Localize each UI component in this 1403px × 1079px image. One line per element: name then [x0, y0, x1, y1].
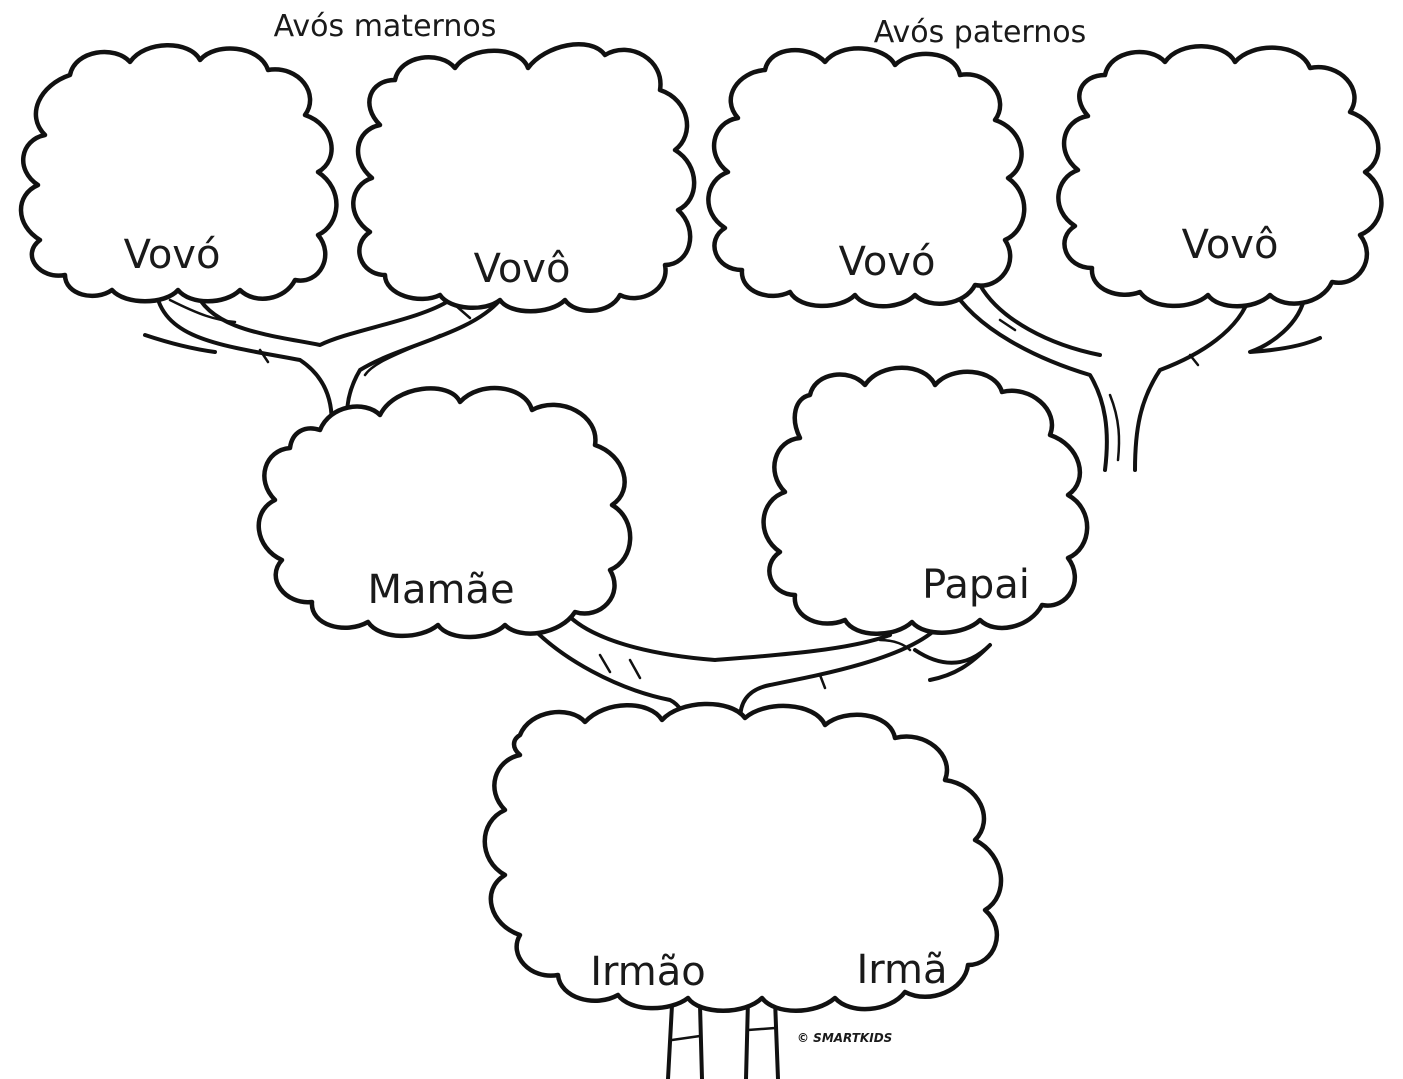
label-mother: Mamãe	[367, 567, 514, 613]
canopy-father	[761, 365, 1090, 636]
canopy-maternal-grandmother	[18, 43, 339, 304]
canopy-children	[482, 701, 1004, 1013]
label-maternal-grandfather: Vovô	[474, 246, 571, 292]
canopy-mother	[256, 385, 633, 640]
canopy-maternal-grandfather	[351, 42, 697, 314]
label-sister: Irmã	[856, 947, 947, 993]
label-paternal-grandmother: Vovó	[839, 239, 936, 285]
label-paternal-grandfather: Vovô	[1182, 222, 1279, 268]
header-paternal: Avós paternos	[874, 15, 1087, 50]
header-maternal: Avós maternos	[274, 9, 497, 44]
label-brother: Irmão	[590, 949, 706, 995]
label-father: Papai	[922, 562, 1030, 608]
canopy-paternal-grandmother	[706, 46, 1027, 309]
canopies	[18, 42, 1384, 1013]
copyright-mark: © SMARTKIDS	[797, 1031, 892, 1045]
canopy-paternal-grandfather	[1056, 44, 1384, 309]
label-maternal-grandmother: Vovó	[124, 232, 221, 278]
tree-branches	[143, 283, 1322, 1079]
labels: Avós maternos Avós paternos Vovó Vovô Vo…	[124, 9, 1279, 1045]
